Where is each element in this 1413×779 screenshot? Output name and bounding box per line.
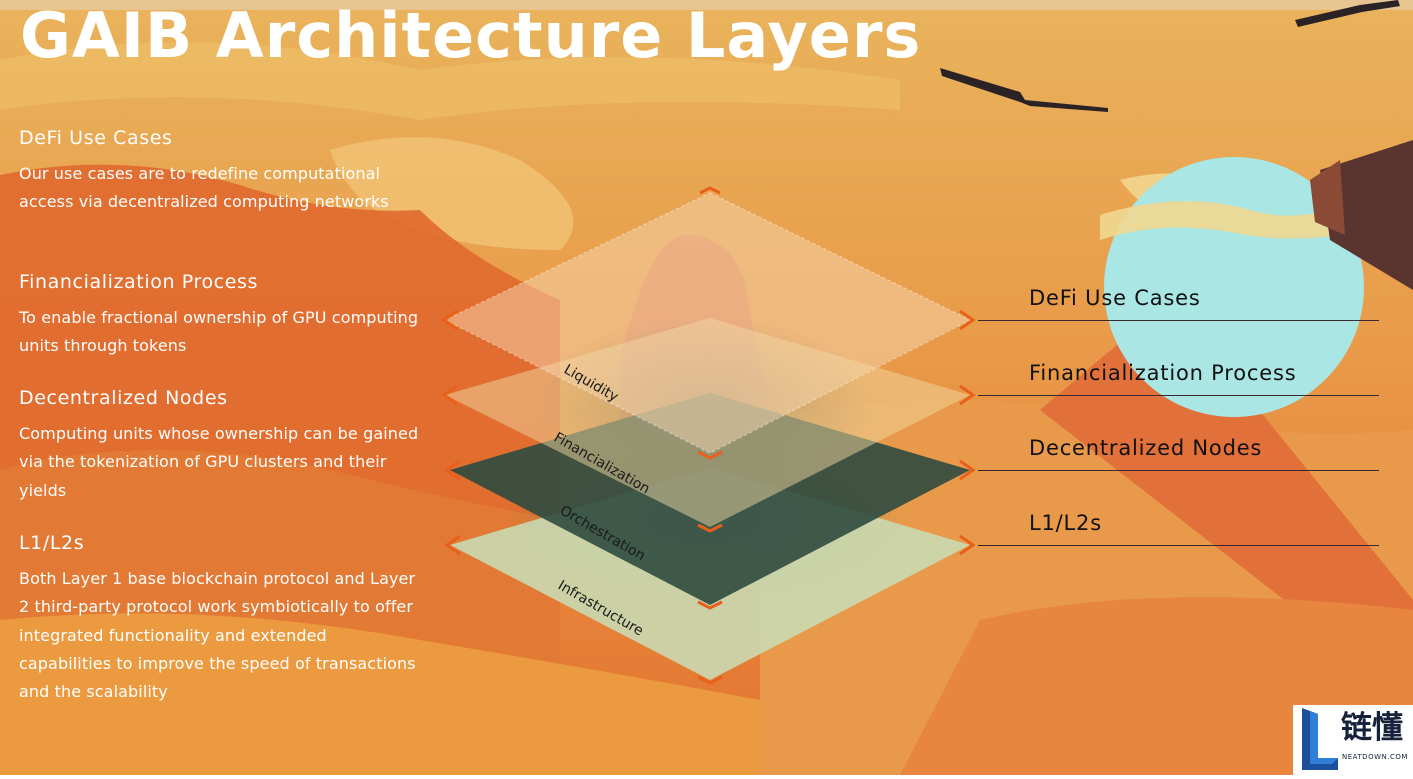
- marker-right: [959, 459, 976, 481]
- section-heading: L1/L2s: [19, 532, 85, 554]
- section-decentralized-nodes: Decentralized Nodes Computing units whos…: [19, 386, 419, 505]
- marker-right: [959, 384, 976, 406]
- section-text: Our use cases are to redefine computatio…: [19, 164, 389, 212]
- marker-bottom: [697, 523, 723, 533]
- marker-right: [959, 534, 976, 556]
- right-label-underline: [978, 395, 1379, 396]
- section-financialization-process: Financialization Process To enable fract…: [19, 270, 419, 361]
- right-label-underline: [978, 320, 1379, 321]
- page-title: GAIB Architecture Layers: [20, 0, 922, 72]
- right-label-underline: [978, 470, 1379, 471]
- right-label-defi-use-cases: DeFi Use Cases: [1029, 286, 1201, 310]
- corner-markers: [441, 186, 976, 685]
- logo-chinese-text: 链懂: [1341, 710, 1403, 746]
- section-heading: DeFi Use Cases: [19, 127, 173, 149]
- right-label-decentralized-nodes: Decentralized Nodes: [1029, 436, 1263, 460]
- marker-left: [441, 384, 458, 406]
- marker-bottom: [697, 675, 723, 685]
- marker-right: [959, 309, 976, 331]
- section-text: Computing units whose ownership can be g…: [19, 424, 419, 500]
- marker-left: [444, 534, 461, 556]
- section-defi-use-cases: DeFi Use Cases Our use cases are to rede…: [19, 126, 419, 217]
- section-l1-l2s: L1/L2s Both Layer 1 base blockchain prot…: [19, 531, 419, 706]
- right-label-financialization-process: Financialization Process: [1029, 361, 1297, 385]
- section-heading: Decentralized Nodes: [19, 387, 228, 409]
- layer-liquidity: [443, 192, 972, 454]
- marker-top: [699, 186, 721, 195]
- section-text: Both Layer 1 base blockchain protocol an…: [19, 569, 416, 702]
- logo-english-text: NEATDOWN.COM: [1342, 753, 1408, 761]
- section-text: To enable fractional ownership of GPU co…: [19, 308, 419, 356]
- logo-l-icon: [1302, 708, 1338, 770]
- right-label-l1-l2s: L1/L2s: [1029, 511, 1102, 535]
- marker-bottom: [697, 600, 723, 610]
- marker-left: [444, 459, 461, 481]
- right-label-underline: [978, 545, 1379, 546]
- section-heading: Financialization Process: [19, 271, 259, 293]
- marker-bottom: [697, 450, 723, 460]
- marker-left: [441, 309, 458, 331]
